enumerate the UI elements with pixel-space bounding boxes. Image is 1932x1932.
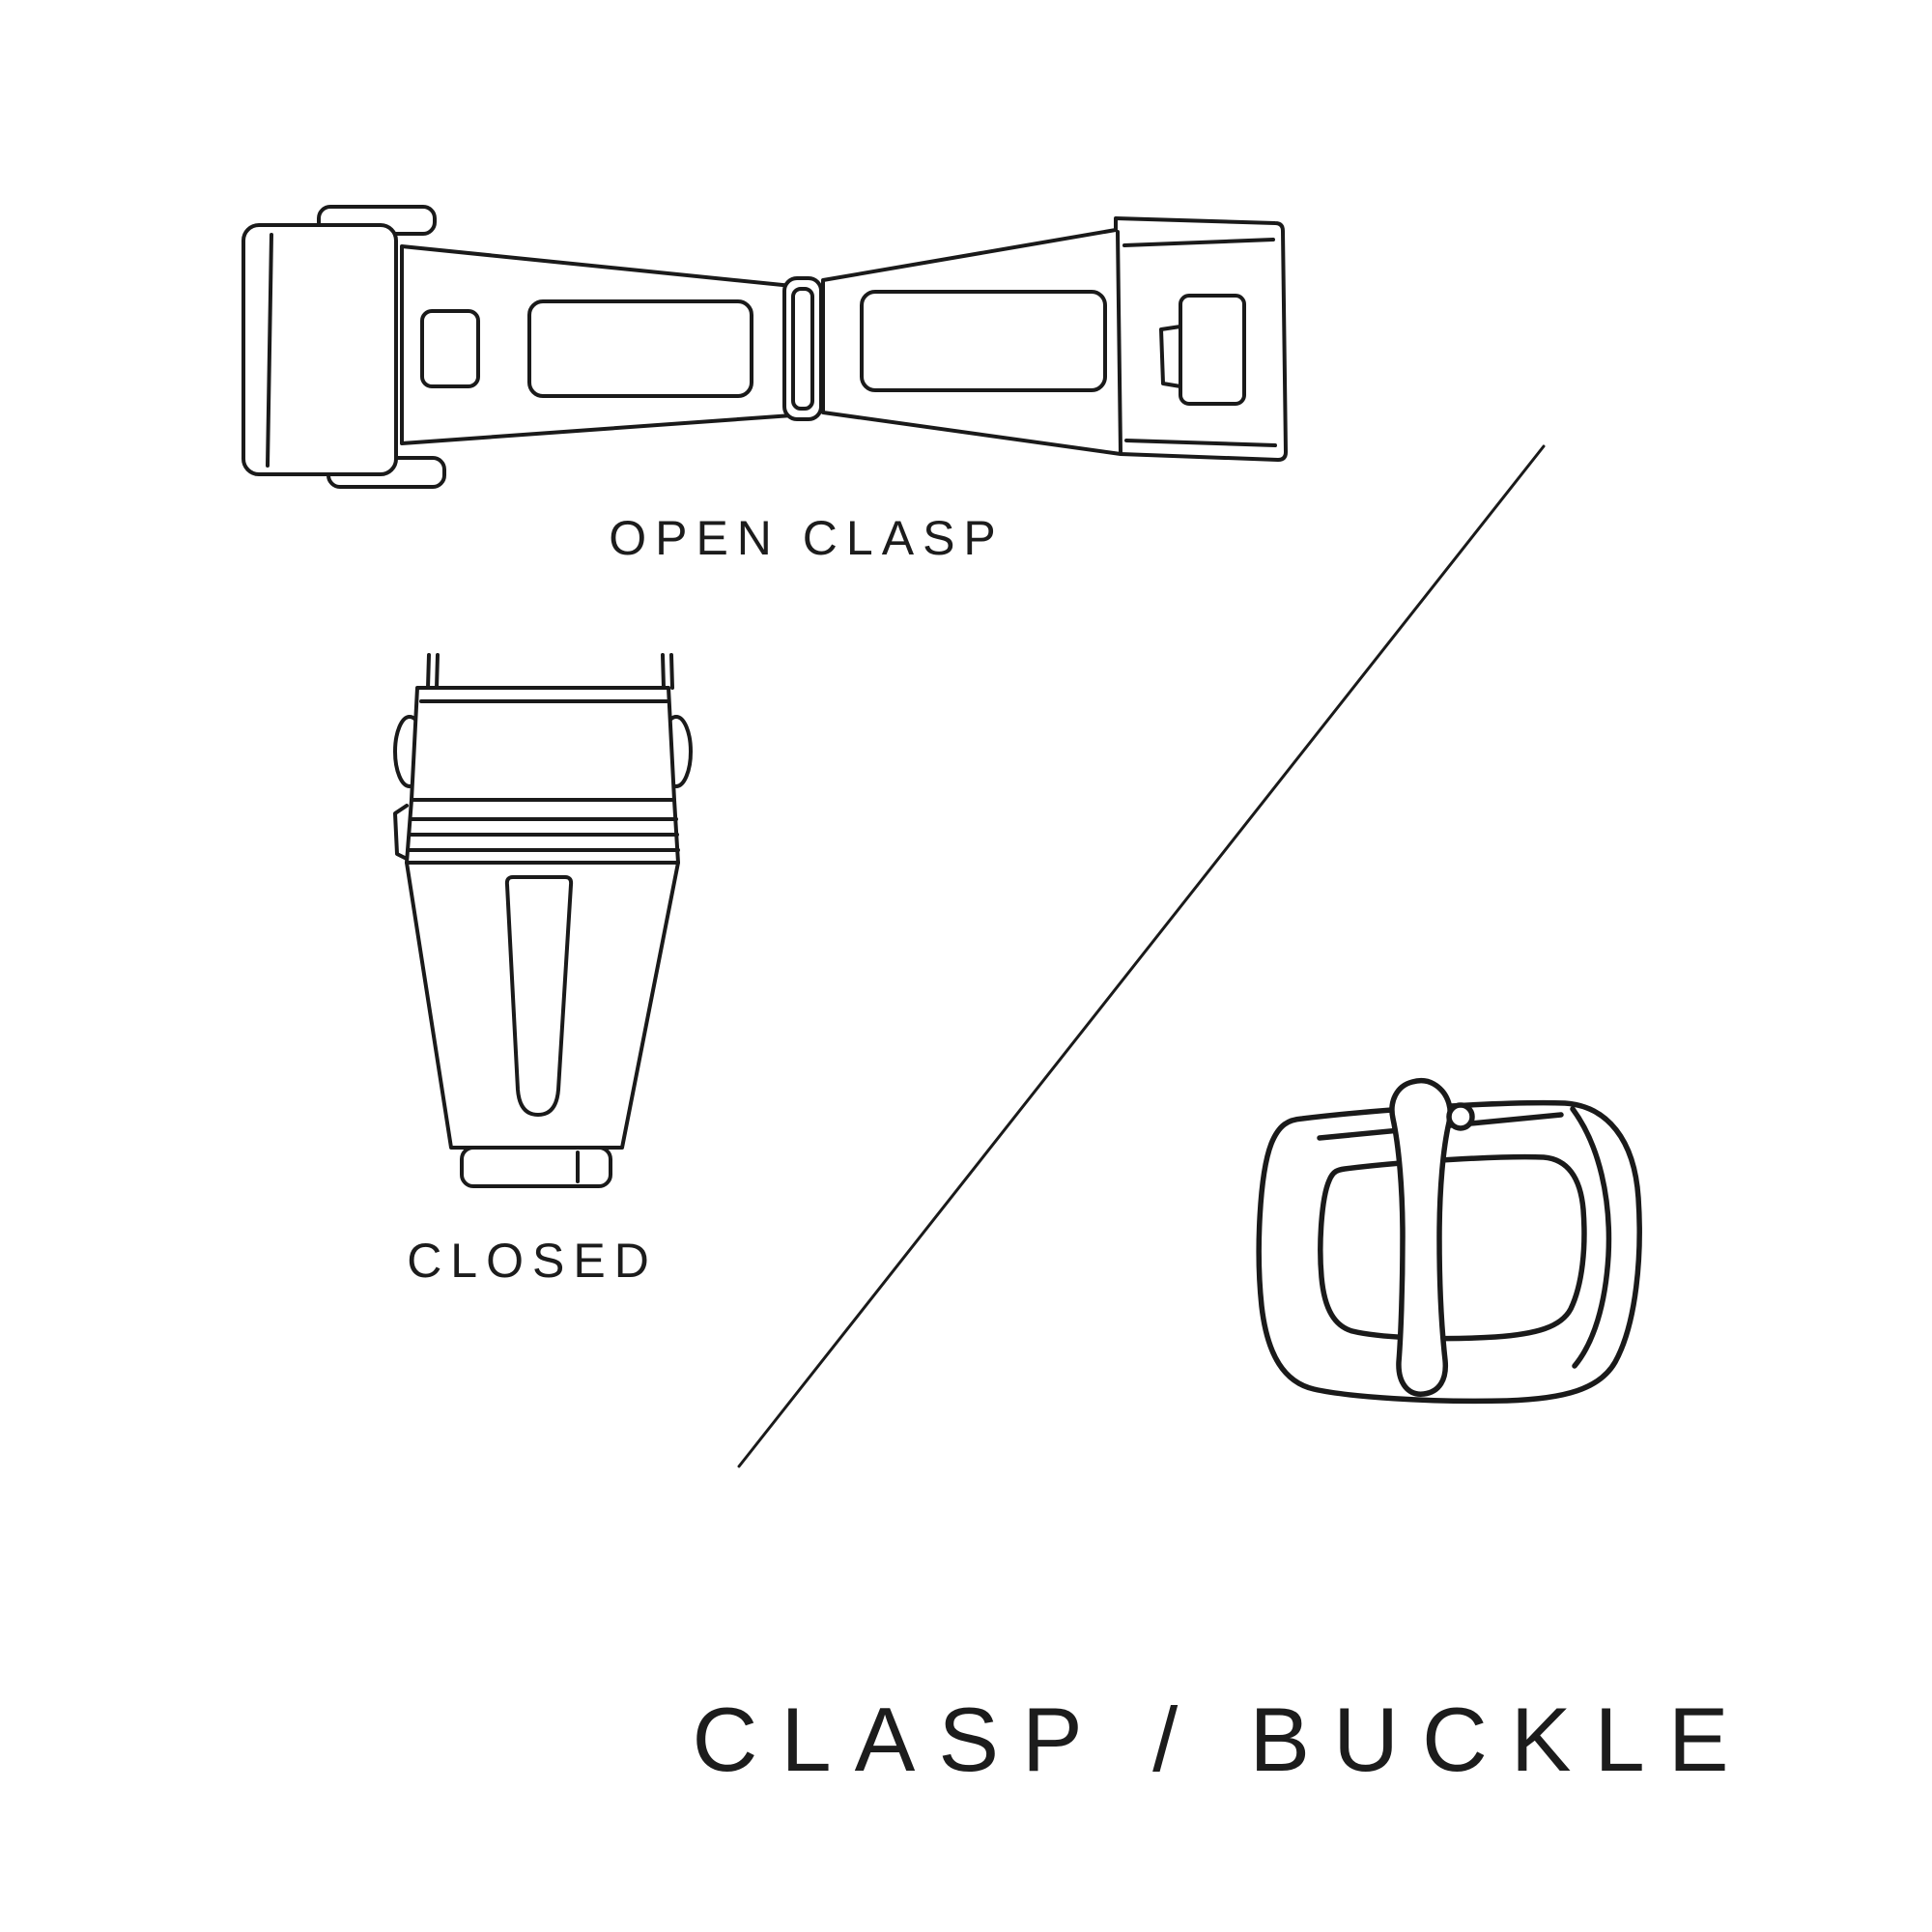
open-clasp-right-hook-slot — [1179, 294, 1246, 406]
closed-clasp-right-prong-inner — [669, 653, 674, 690]
closed-clasp-left-prong-inner — [435, 653, 440, 690]
open-clasp-label: OPEN CLASP — [609, 511, 1005, 565]
open-clasp-right-blade-slot — [860, 290, 1107, 392]
buckle-right-edge-contour — [1570, 1106, 1612, 1369]
diagonal-divider — [737, 444, 1546, 1468]
open-clasp-left-end-cover — [242, 223, 398, 476]
closed-clasp-right-prong — [661, 653, 666, 690]
open-clasp-left-hook-slot — [420, 309, 480, 388]
open-clasp-left-blade-slot — [527, 299, 753, 398]
open-clasp-right-hook-detail — [1159, 325, 1182, 388]
open-clasp-illustration — [242, 205, 1288, 489]
open-clasp-right-end-bottom-line — [1124, 439, 1277, 447]
open-clasp-hinge-pin — [791, 287, 814, 411]
closed-clasp-top-cover — [410, 686, 676, 802]
diagram-title: CLASP / BUCKLE — [692, 1689, 1752, 1790]
closed-clasp-fold-tab — [393, 804, 409, 861]
buckle-frame-opening — [1318, 1153, 1587, 1342]
closed-clasp-label: CLOSED — [407, 1234, 658, 1288]
buckle-tongue-coil — [1446, 1102, 1475, 1131]
closed-clasp-fold-band — [405, 798, 680, 865]
closed-clasp-illustration — [393, 653, 693, 1188]
open-clasp-right-end-fold-line — [1116, 230, 1122, 454]
closed-clasp-bottom-bar — [460, 1146, 612, 1188]
closed-clasp-left-prong — [426, 653, 431, 690]
open-clasp-right-end-top-line — [1122, 238, 1275, 247]
buckle-tongue — [1389, 1077, 1453, 1397]
buckle-illustration — [1256, 1077, 1642, 1405]
open-clasp-left-end-fold-line — [266, 233, 273, 468]
closed-clasp-slot — [504, 875, 574, 1117]
